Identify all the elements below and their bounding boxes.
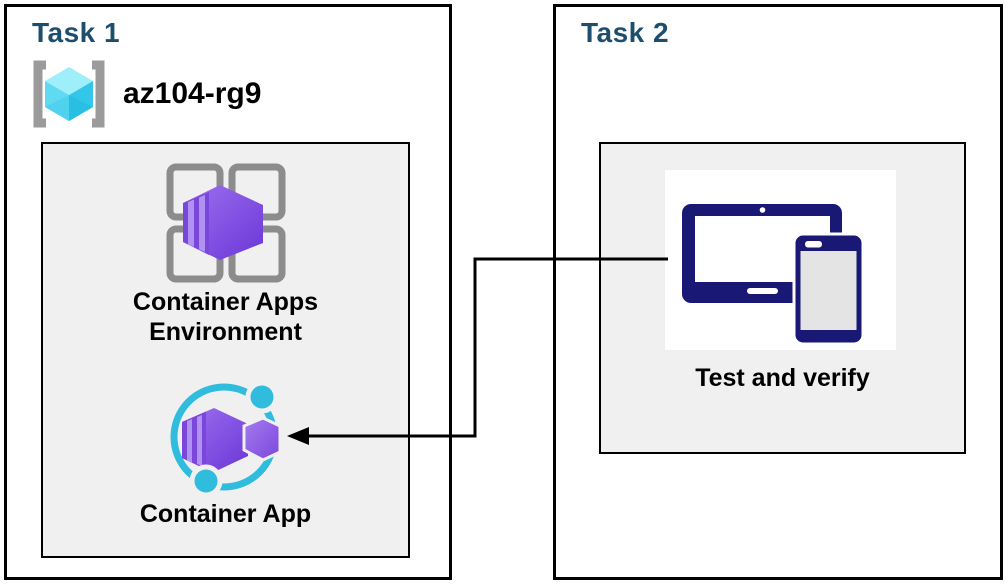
task1-title: Task 1	[32, 17, 121, 48]
container-app-label: Container App	[139, 500, 312, 528]
phone-speaker-slot	[805, 241, 822, 248]
phone-screen	[800, 251, 857, 330]
test-and-verify-label: Test and verify	[695, 364, 870, 392]
task2-panel: Test and verify	[599, 142, 966, 454]
resource-group: az104-rg9	[31, 59, 261, 129]
container-front-face	[181, 411, 206, 470]
task1-panel: Container Apps Environment	[41, 142, 410, 558]
container-apps-environment-icon	[166, 163, 285, 283]
container-app-icon	[170, 380, 281, 498]
container-stripe	[196, 415, 202, 466]
bracket-left	[33, 60, 46, 128]
container-front-face	[182, 192, 209, 255]
phone-icon	[792, 232, 865, 346]
cube-shade-right	[69, 95, 93, 121]
resource-group-name: az104-rg9	[123, 77, 262, 110]
container-stripe	[198, 195, 205, 252]
orbit-dot	[245, 380, 278, 414]
tablet-and-phone-icon	[682, 204, 865, 346]
task1-box: Task 1 az104-rg9	[4, 4, 452, 580]
cube-shade-left	[45, 95, 69, 121]
devices-panel	[665, 170, 896, 350]
bracket-right	[92, 60, 105, 128]
tablet-camera-dot	[759, 207, 766, 213]
task2-box: Task 2	[553, 4, 1003, 580]
container-stripe	[186, 419, 192, 463]
container-stripe	[187, 199, 194, 247]
container-apps-environment-label: Container Apps Environment	[132, 288, 319, 346]
tablet-home-button	[747, 288, 778, 294]
small-container	[242, 416, 281, 462]
azure-resource-group-icon	[33, 60, 105, 128]
task2-title: Task 2	[581, 17, 670, 48]
orbit-dot	[189, 464, 222, 498]
